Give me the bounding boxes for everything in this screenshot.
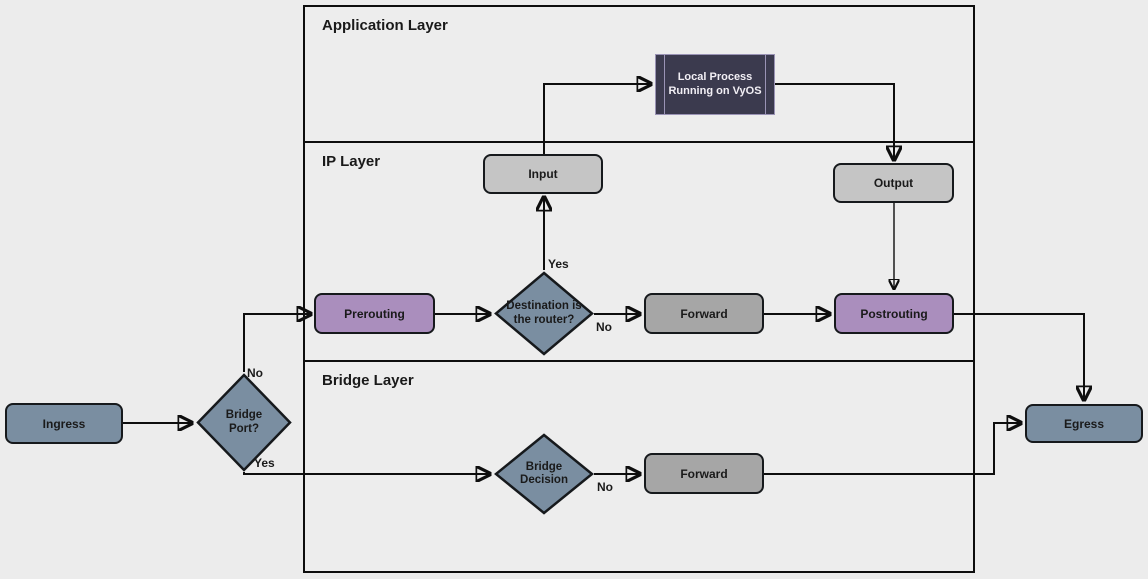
node-forward-bridge: Forward <box>644 453 764 494</box>
node-ingress-label: Ingress <box>42 416 86 431</box>
predefined-process-right-bar <box>765 55 766 114</box>
node-destination: Destination is the router? <box>494 271 594 356</box>
node-output: Output <box>833 163 954 203</box>
node-input-label: Input <box>528 167 558 181</box>
node-bridge-port-label: Bridge Port? <box>225 409 263 435</box>
node-prerouting: Prerouting <box>314 293 435 334</box>
node-output-label: Output <box>873 176 914 190</box>
edge-label-destination-yes: Yes <box>548 257 569 271</box>
node-destination-label: Destination is the router? <box>506 300 582 326</box>
node-bridge-decision-label: Bridge Decision <box>520 460 568 486</box>
node-postrouting-label: Postrouting <box>860 306 928 321</box>
bridge-decision-diamond-shape <box>494 433 594 515</box>
edge-label-destination-no: No <box>596 320 612 334</box>
node-egress-label: Egress <box>1063 416 1105 431</box>
node-bridge-decision: Bridge Decision <box>494 433 594 515</box>
node-forward-ip: Forward <box>644 293 764 334</box>
edge-input-to-local-process <box>543 84 651 154</box>
edge-local-process-to-output <box>775 83 894 160</box>
edge-postrouting-to-egress <box>954 313 1084 400</box>
edge-bridge-port-no-to-prerouting <box>243 314 311 372</box>
destination-diamond-shape <box>494 271 594 356</box>
node-forward-ip-label: Forward <box>680 306 728 321</box>
predefined-process-left-bar <box>664 55 665 114</box>
node-egress: Egress <box>1025 404 1143 443</box>
ip-layer-title: IP Layer <box>322 153 381 170</box>
edge-label-bridge-port-no: No <box>247 366 263 380</box>
edge-forward-bridge-to-egress <box>764 423 1021 475</box>
node-prerouting-label: Prerouting <box>344 306 405 321</box>
node-postrouting: Postrouting <box>834 293 954 334</box>
node-ingress: Ingress <box>5 403 123 444</box>
edge-label-bridge-decision-no: No <box>597 480 613 494</box>
edge-bridge-port-yes-to-bridge-decision <box>243 472 490 474</box>
node-input: Input <box>483 154 603 194</box>
application-layer-title: Application Layer <box>322 17 448 34</box>
application-layer-box: Application Layer <box>303 5 975 143</box>
node-bridge-port: Bridge Port? <box>196 373 292 472</box>
bridge-layer-title: Bridge Layer <box>322 372 414 389</box>
node-local-process: Local Process Running on VyOS <box>655 54 775 115</box>
edge-label-bridge-port-yes: Yes <box>254 456 275 470</box>
node-local-process-label: Local Process Running on VyOS <box>668 70 762 97</box>
bridge-port-diamond-shape <box>196 373 292 472</box>
node-forward-bridge-label: Forward <box>680 466 728 481</box>
